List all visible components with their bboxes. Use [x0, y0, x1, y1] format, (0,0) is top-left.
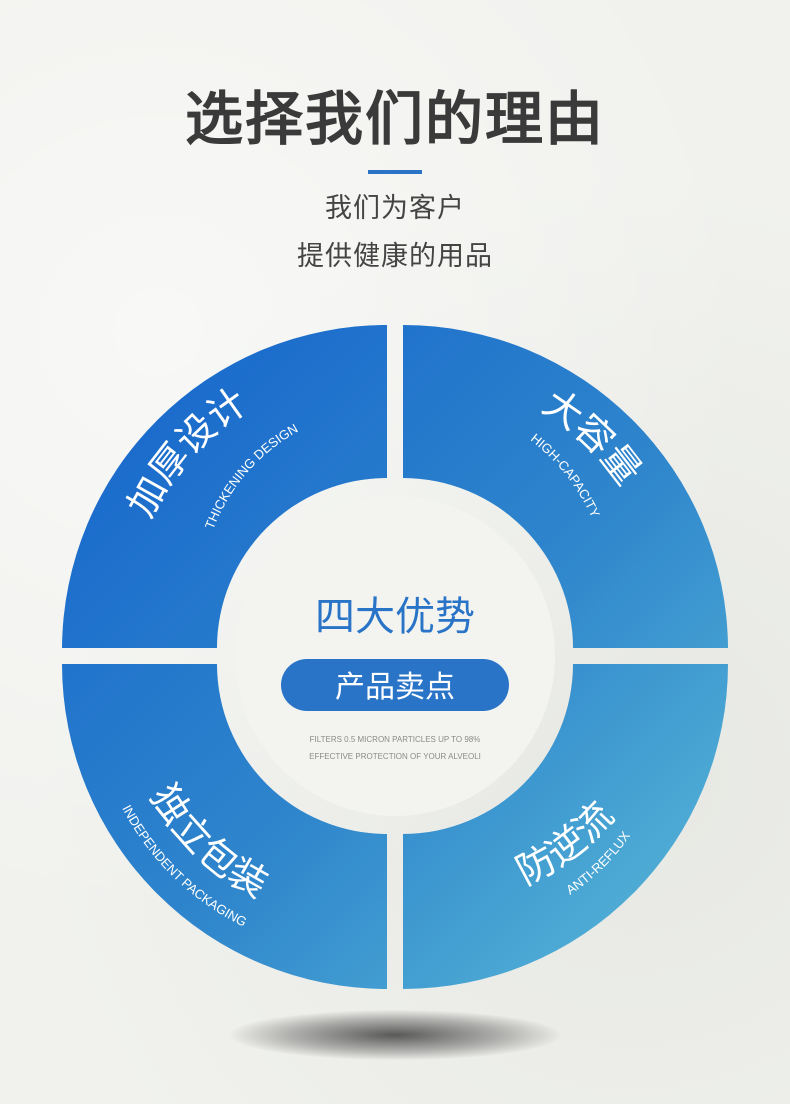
center-pill-label: 产品卖点: [335, 670, 455, 705]
quadrant-top-right: [403, 325, 728, 648]
center-heading: 四大优势: [315, 594, 475, 640]
center-circle: [235, 496, 555, 816]
quadrant-bottom-right: [403, 664, 728, 989]
subtitle-line-1: 我们为客户: [325, 193, 465, 224]
center-note-line-2: EFFECTIVE PROTECTION OF YOUR ALVEOLI: [309, 752, 481, 761]
ring-shadow: [230, 1010, 560, 1060]
center-pill: [281, 659, 509, 711]
title-divider: [368, 170, 422, 174]
subtitle-line-2: 提供健康的用品: [297, 241, 493, 272]
quadrant-top-left: [62, 324, 387, 648]
quadrant-bottom-left: [62, 664, 387, 989]
center-note-line-1: FILTERS 0.5 MICRON PARTICLES UP TO 98%: [310, 735, 481, 744]
page-title: 选择我们的理由: [184, 85, 605, 153]
